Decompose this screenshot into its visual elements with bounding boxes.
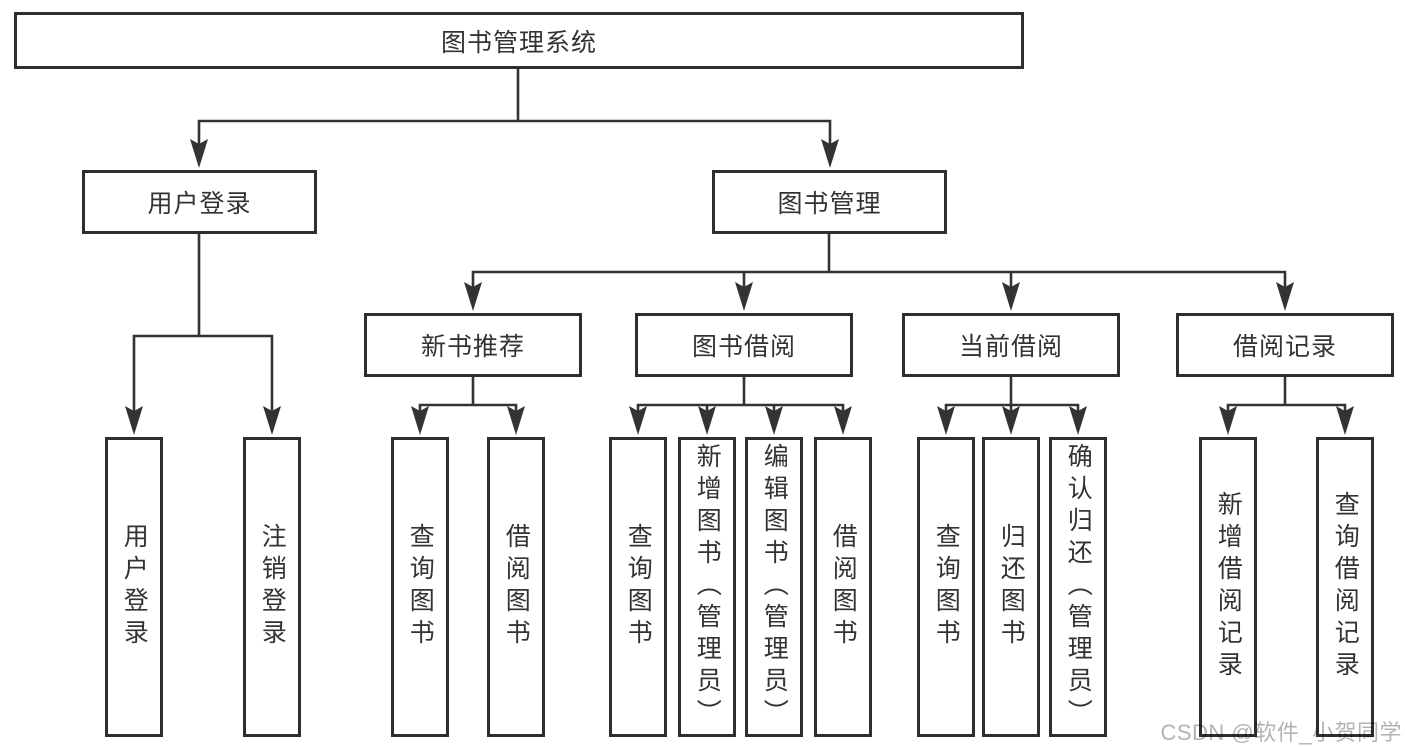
leaf-query-books-recommend: 查询图书 (391, 437, 449, 737)
leaf-add-borrow-record: 新增借阅记录 (1199, 437, 1257, 737)
leaf-add-books-admin-label: 新增图书（管理员） (693, 443, 722, 731)
leaf-logout: 注销登录 (243, 437, 301, 737)
node-user-login-label: 用户登录 (147, 190, 252, 218)
leaf-query-books-current: 查询图书 (917, 437, 975, 737)
node-library-system-label: 图书管理系统 (440, 28, 597, 57)
leaf-query-borrow-record: 查询借阅记录 (1316, 437, 1374, 737)
leaf-query-books-recommend-label: 查询图书 (406, 523, 435, 651)
node-new-book-recommend-label: 新书推荐 (420, 333, 525, 361)
node-book-management: 图书管理 (712, 170, 947, 234)
leaf-query-borrow-record-label: 查询借阅记录 (1331, 491, 1360, 683)
leaf-borrow-books-recommend-label: 借阅图书 (502, 523, 531, 651)
leaf-query-books-borrow-label: 查询图书 (624, 523, 653, 651)
node-borrow-records-label: 借阅记录 (1232, 333, 1337, 361)
leaf-return-books-label: 归还图书 (997, 523, 1026, 651)
leaf-logout-label: 注销登录 (258, 523, 287, 651)
node-book-management-label: 图书管理 (777, 190, 882, 218)
node-book-borrow: 图书借阅 (635, 313, 853, 377)
leaf-query-books-current-label: 查询图书 (932, 523, 961, 651)
leaf-edit-books-admin-label: 编辑图书（管理员） (760, 443, 789, 731)
node-current-borrow-label: 当前借阅 (958, 333, 1063, 361)
leaf-add-borrow-record-label: 新增借阅记录 (1214, 491, 1243, 683)
leaf-user-login-label: 用户登录 (120, 523, 149, 651)
leaf-edit-books-admin: 编辑图书（管理员） (745, 437, 803, 737)
leaf-borrow-books-recommend: 借阅图书 (487, 437, 545, 737)
node-library-system: 图书管理系统 (14, 12, 1024, 69)
leaf-add-books-admin: 新增图书（管理员） (678, 437, 736, 737)
node-user-login: 用户登录 (82, 170, 317, 234)
node-book-borrow-label: 图书借阅 (691, 333, 796, 361)
leaf-user-login: 用户登录 (105, 437, 163, 737)
leaf-borrow-books: 借阅图书 (814, 437, 872, 737)
leaf-borrow-books-label: 借阅图书 (829, 523, 858, 651)
leaf-confirm-return-admin: 确认归还（管理员） (1049, 437, 1107, 737)
csdn-watermark: CSDN @软件_小贺同学 (1160, 720, 1402, 745)
node-borrow-records: 借阅记录 (1176, 313, 1394, 377)
node-current-borrow: 当前借阅 (902, 313, 1120, 377)
node-new-book-recommend: 新书推荐 (364, 313, 582, 377)
leaf-confirm-return-admin-label: 确认归还（管理员） (1064, 443, 1093, 731)
leaf-query-books-borrow: 查询图书 (609, 437, 667, 737)
leaf-return-books: 归还图书 (982, 437, 1040, 737)
